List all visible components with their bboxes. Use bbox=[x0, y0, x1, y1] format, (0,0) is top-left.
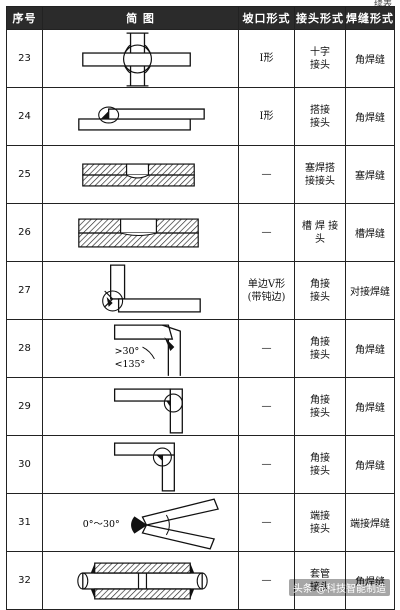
joint-type: 角接接头 bbox=[294, 261, 346, 320]
joint-type: 端接接头 bbox=[294, 493, 346, 552]
row-number: 31 bbox=[6, 493, 43, 552]
joint-type: 十字接头 bbox=[294, 29, 346, 88]
row-number: 24 bbox=[6, 87, 43, 146]
joint-type: 角接接头 bbox=[294, 377, 346, 436]
sketch-slot-weld bbox=[42, 203, 239, 262]
groove-type: — bbox=[238, 493, 295, 552]
weld-type: 角焊缝 bbox=[345, 551, 395, 610]
weld-type: 塞焊缝 bbox=[345, 145, 395, 204]
table-row: 29 — 角接接头 角焊缝 bbox=[6, 377, 395, 436]
groove-type: I形 bbox=[238, 29, 295, 88]
angle-min-label: >30° bbox=[115, 345, 140, 356]
joint-type: 角接接头 bbox=[294, 319, 346, 378]
groove-type: — bbox=[238, 319, 295, 378]
table-header-row: 序号 简 图 坡口形式 接头形式 焊缝形式 bbox=[6, 6, 395, 30]
row-number: 30 bbox=[6, 435, 43, 494]
angle-range-label: 0°～30° bbox=[83, 518, 120, 529]
row-number: 23 bbox=[6, 29, 43, 88]
sketch-corner-outside bbox=[42, 377, 239, 436]
groove-type: 单边V形(带钝边) bbox=[238, 261, 295, 320]
sketch-corner-angle: >30° <135° bbox=[42, 319, 239, 378]
sketch-lap-joint bbox=[42, 87, 239, 146]
groove-type: — bbox=[238, 145, 295, 204]
sketch-cross-joint bbox=[42, 29, 239, 88]
table-row: 24 I形 搭接接头 角焊缝 bbox=[6, 87, 395, 146]
weld-type: 角焊缝 bbox=[345, 435, 395, 494]
row-number: 29 bbox=[6, 377, 43, 436]
header-no: 序号 bbox=[6, 6, 43, 30]
joint-type: 搭接接头 bbox=[294, 87, 346, 146]
corner-note: 续表 bbox=[373, 0, 392, 10]
table-row: 23 I形 十字接头 角焊缝 bbox=[6, 29, 395, 88]
row-number: 25 bbox=[6, 145, 43, 204]
header-weld: 焊缝形式 bbox=[345, 6, 395, 30]
groove-type: — bbox=[238, 203, 295, 262]
joint-type: 槽 焊 接头 bbox=[294, 203, 346, 262]
weld-type: 角焊缝 bbox=[345, 377, 395, 436]
watermark: 头条 @科技智能制造 bbox=[288, 579, 390, 596]
row-number: 27 bbox=[6, 261, 43, 320]
weld-type: 对接焊缝 bbox=[345, 261, 395, 320]
weld-type: 角焊缝 bbox=[345, 29, 395, 88]
groove-type: — bbox=[238, 377, 295, 436]
weld-type: 角焊缝 bbox=[345, 319, 395, 378]
weld-joint-table: 序号 简 图 坡口形式 接头形式 焊缝形式 23 I形 十字接头 角焊缝 bbox=[6, 6, 395, 610]
header-sketch: 简 图 bbox=[42, 6, 239, 30]
sketch-single-bevel-corner bbox=[42, 261, 239, 320]
table-row: 27 单边V形(带钝边) 角接接头 对接焊缝 bbox=[6, 261, 395, 320]
table-row: 25 — 塞焊搭接接头 塞焊缝 bbox=[6, 145, 395, 204]
sketch-sleeve-joint bbox=[42, 551, 239, 610]
sketch-edge-joint: 0°～30° bbox=[42, 493, 239, 552]
table-row: 31 0°～30° — 端接接头 端接焊缝 bbox=[6, 493, 395, 552]
header-joint: 接头形式 bbox=[294, 6, 346, 30]
sketch-plug-weld bbox=[42, 145, 239, 204]
table-row: 26 — 槽 焊 接头 槽焊缝 bbox=[6, 203, 395, 262]
row-number: 26 bbox=[6, 203, 43, 262]
groove-type: I形 bbox=[238, 87, 295, 146]
row-number: 28 bbox=[6, 319, 43, 378]
joint-type: 塞焊搭接接头 bbox=[294, 145, 346, 204]
header-groove: 坡口形式 bbox=[238, 6, 295, 30]
row-number: 32 bbox=[6, 551, 43, 610]
joint-type: 角接接头 bbox=[294, 435, 346, 494]
groove-type: — bbox=[238, 551, 295, 610]
table-row: 32 — 套管接头 角焊缝 bbox=[6, 551, 395, 610]
sketch-corner-inside bbox=[42, 435, 239, 494]
table-row: 30 — 角接接头 角焊缝 bbox=[6, 435, 395, 494]
angle-max-label: <135° bbox=[115, 358, 146, 369]
weld-type: 角焊缝 bbox=[345, 87, 395, 146]
table-row: 28 >30° <135° — 角接接头 角焊缝 bbox=[6, 319, 395, 378]
groove-type: — bbox=[238, 435, 295, 494]
weld-type: 槽焊缝 bbox=[345, 203, 395, 262]
weld-type: 端接焊缝 bbox=[345, 493, 395, 552]
